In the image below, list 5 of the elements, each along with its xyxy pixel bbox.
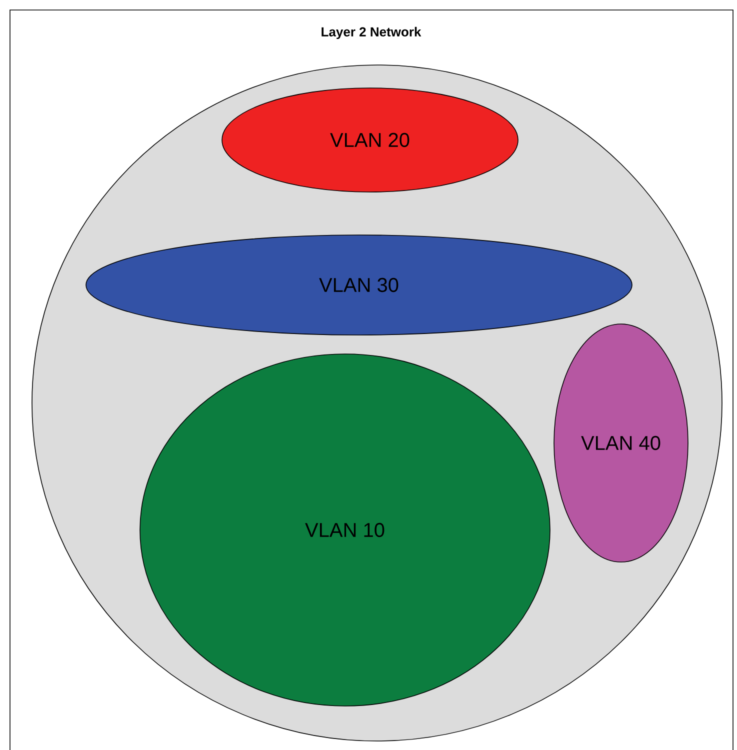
ellipse-region: VLAN 20 (222, 88, 518, 192)
title: Layer 2 Network (322, 26, 422, 40)
ellipse-region: VLAN 40 (554, 324, 688, 562)
ellipse-region: VLAN 30 (86, 234, 632, 336)
ellipse-region: VLAN 10 (140, 354, 550, 706)
